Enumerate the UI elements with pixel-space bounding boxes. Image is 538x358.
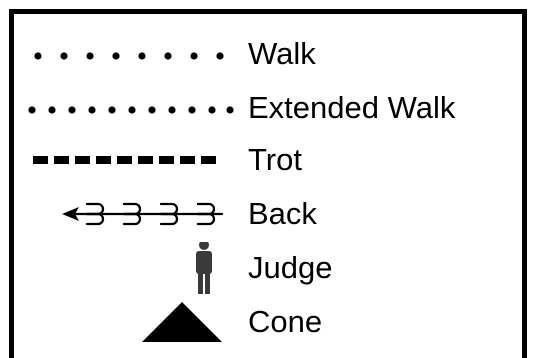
legend-row-judge: Judge — [0, 242, 538, 294]
back-label: Back — [248, 196, 317, 231]
legend-row-walk: Walk — [0, 28, 538, 80]
back-arrow-icon — [62, 202, 224, 226]
extended-walk-label: Extended Walk — [248, 90, 456, 125]
dashed-line-icon — [33, 156, 222, 164]
legend-frame — [9, 9, 527, 358]
walk-label: Walk — [248, 36, 316, 71]
legend-row-back: Back — [0, 188, 538, 240]
legend-row-extended-walk: Extended Walk — [0, 82, 538, 134]
judge-label: Judge — [248, 250, 333, 285]
dotted-line-icon — [34, 52, 224, 60]
legend-row-trot: Trot — [0, 134, 538, 186]
legend-row-cone: Cone — [0, 296, 538, 348]
dense-dotted-line-icon — [28, 106, 234, 114]
judge-figure-icon — [196, 242, 212, 294]
cone-label: Cone — [248, 304, 323, 339]
trot-label: Trot — [248, 142, 302, 177]
cone-triangle-icon — [142, 302, 222, 342]
